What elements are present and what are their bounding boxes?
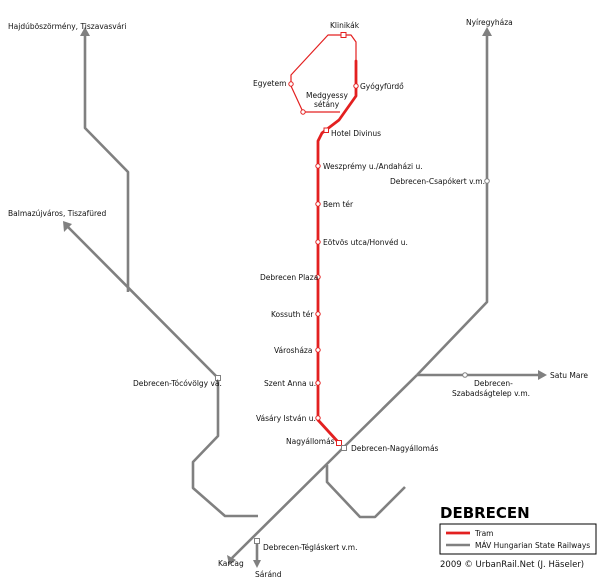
label-debrecen-nagyallomas: Debrecen-Nagyállomás: [351, 444, 439, 453]
stop-klinikak[interactable]: [340, 32, 347, 38]
label-tocovolgy: Debrecen-Tócóvölgy vá.: [133, 379, 222, 388]
label-kossuth-ter: Kossuth tér: [271, 310, 314, 319]
label-hajduboszormeny: Hajdúböszörmény, Tiszavasvári: [8, 22, 126, 31]
legend-tram-label: Tram: [474, 529, 493, 538]
label-gyogyfurdo: Gyógyfürdő: [360, 82, 404, 91]
label-eotvos: Eötvös utca/Honvéd u.: [323, 238, 408, 247]
label-csapokert: Debrecen-Csapókert v.m.: [390, 177, 485, 186]
stop-kossuth-ter[interactable]: [315, 311, 321, 317]
label-vasary-istvan: Vásáry István u.: [256, 414, 316, 423]
label-szabadsagtelep-2: Szabadságtelep v.m.: [452, 389, 530, 398]
label-nyiregyhaza: Nyíregyháza: [466, 18, 513, 27]
stop-vasary-istvan[interactable]: [315, 415, 321, 421]
label-szent-anna: Szent Anna u.: [264, 379, 316, 388]
label-teglaskert: Debrecen-Téglás­kert v.m.: [263, 543, 358, 552]
label-balmazujvaros: Balmazújváros, Tiszafüred: [8, 209, 107, 218]
arrow-sarand: [253, 560, 261, 568]
label-klinikak: Klinikák: [330, 21, 360, 30]
map-title: DEBRECEN: [440, 504, 530, 522]
rail-line-nyiregyhaza: [416, 34, 489, 376]
rail-line-balmazujvaros: [66, 225, 258, 518]
station-szabadsagtelep[interactable]: [462, 372, 468, 378]
stop-hotel-divinus[interactable]: [323, 127, 329, 133]
stop-bem-ter[interactable]: [315, 201, 321, 207]
stop-gyogyfurdo[interactable]: [353, 83, 359, 89]
legend-block: DEBRECEN Tram MÁV Hungarian State Railwa…: [439, 504, 597, 570]
rail-stops: [215, 178, 490, 544]
stop-szent-anna[interactable]: [315, 380, 321, 386]
stop-medgyessy[interactable]: [300, 109, 306, 115]
stop-weszpremy[interactable]: [315, 163, 321, 169]
label-bem-ter: Bem tér: [323, 200, 354, 209]
label-egyetem: Egyetem: [253, 79, 286, 88]
rail-arrows: [63, 27, 547, 568]
station-tocovolgy[interactable]: [215, 375, 221, 381]
label-varoshaza: Városháza: [274, 346, 312, 355]
arrow-balmazujvaros: [63, 221, 72, 232]
label-satu-mare: Satu Mare: [550, 371, 588, 380]
tram-stops: [288, 32, 359, 446]
label-debrecen-plaza: Debrecen Plaza: [260, 273, 318, 282]
station-nagyallomas-rail[interactable]: [341, 445, 347, 451]
stop-debrecen-plaza[interactable]: [315, 274, 321, 280]
stop-eotvos[interactable]: [315, 239, 321, 245]
label-weszpremy: Weszprémy u./Andaházi u.: [323, 162, 423, 171]
arrow-hajduboszormeny: [80, 27, 90, 36]
station-teglaskert[interactable]: [254, 538, 260, 544]
map-credit: 2009 © UrbanRail.Net (J. Häseler): [440, 560, 584, 570]
stop-nagyallomas-tram[interactable]: [336, 440, 342, 446]
label-sarand: Sáránd: [255, 570, 282, 579]
legend-rail-label: MÁV Hungarian State Railways: [475, 541, 590, 550]
rail-line-hajduboszormeny: [83, 34, 130, 292]
station-csapokert[interactable]: [484, 178, 490, 184]
tram-labels: Klinikák Gyógyfürdő Egyetem Medgyessy sé…: [253, 21, 423, 446]
tram-main-route: [316, 59, 358, 445]
arrow-karcag: [227, 555, 236, 565]
label-karcag: Karcag: [218, 559, 244, 568]
rail-labels: Hajdúböszörmény, Tiszavasvári Balmazújvá…: [8, 18, 588, 579]
label-setany: sétány: [314, 100, 340, 109]
legend-box: [439, 523, 597, 555]
rail-line-main-trunk: [231, 374, 418, 559]
arrow-nyiregyhaza: [482, 27, 492, 36]
rail-line-south-east: [325, 465, 406, 519]
label-nagyallomas: Nagyállomás: [286, 437, 335, 446]
arrow-satu-mare: [538, 370, 547, 380]
label-medgyessy: Medgyessy: [306, 91, 348, 100]
stop-varoshaza[interactable]: [315, 347, 321, 353]
label-szabadsagtelep-1: Debrecen-: [474, 379, 513, 388]
stop-egyetem[interactable]: [288, 81, 294, 87]
label-hotel-divinus: Hotel Divinus: [331, 129, 381, 138]
tram-loop-north: [290, 34, 357, 113]
